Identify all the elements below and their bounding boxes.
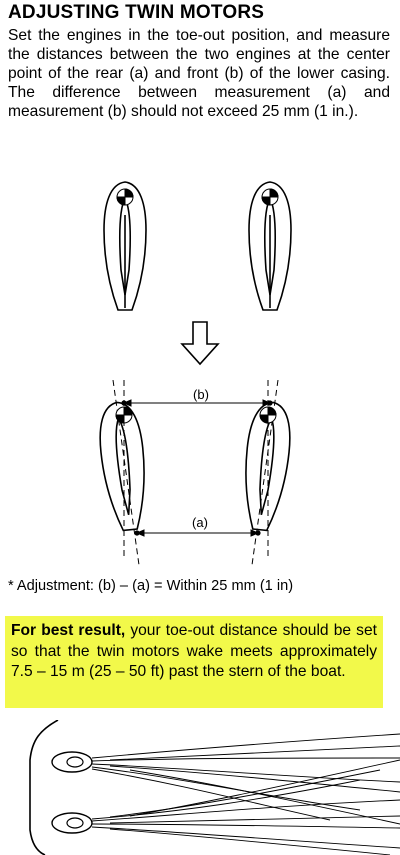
tip-text: your toe-out distance should be set so t…	[11, 622, 377, 680]
down-arrow-icon	[180, 321, 220, 366]
tip-bold: For best result,	[11, 622, 126, 639]
page-title: ADJUSTING TWIN MOTORS	[8, 2, 265, 23]
label-b: (b)	[193, 387, 209, 402]
toe-out-diagram: (b) (a)	[99, 380, 291, 565]
adjustment-note: * Adjustment: (b) – (a) = Within 25 mm (…	[8, 578, 294, 594]
wake-diagram	[29, 720, 400, 855]
pivot-marker-right	[261, 188, 279, 206]
tip-box: For best result, your toe-out distance s…	[5, 616, 383, 708]
intro-paragraph: Set the engines in the toe-out position,…	[8, 27, 390, 120]
label-a: (a)	[192, 515, 208, 530]
pivot-marker-left	[115, 406, 133, 424]
pivot-marker-left	[116, 188, 134, 206]
pivot-marker-right	[259, 406, 277, 424]
casings-top-diagram	[103, 181, 292, 311]
